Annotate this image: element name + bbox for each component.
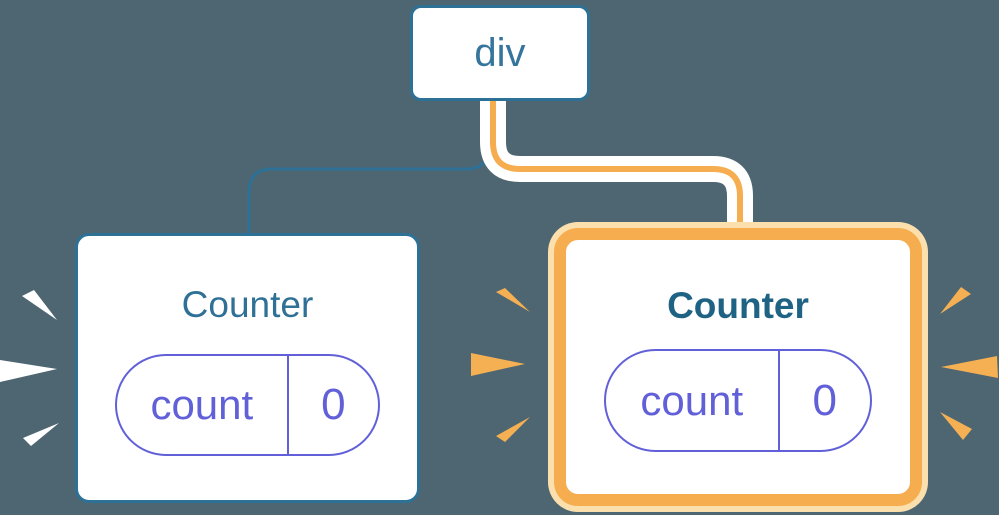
spark-ray-icon bbox=[496, 288, 530, 312]
connector-to-right-counter-casing bbox=[480, 101, 753, 222]
state-pill-right: count 0 bbox=[604, 349, 872, 452]
spark-ray-icon bbox=[22, 290, 57, 320]
state-name-right: count bbox=[606, 351, 780, 450]
connector-to-right-counter-highlight bbox=[490, 101, 743, 236]
spark-ray-icon bbox=[23, 423, 59, 446]
spark-burst-icon-middle bbox=[471, 288, 530, 442]
counter-card-right-highlighted: Counter count 0 bbox=[554, 228, 922, 506]
spark-ray-icon bbox=[496, 417, 530, 442]
spark-ray-icon bbox=[471, 353, 525, 376]
spark-ray-icon bbox=[941, 356, 998, 378]
connector-to-left-counter bbox=[247, 98, 491, 236]
counter-card-left: Counter count 0 bbox=[75, 233, 420, 503]
spark-ray-icon bbox=[0, 360, 57, 382]
counter-title-left: Counter bbox=[181, 284, 314, 325]
state-name-left: count bbox=[117, 356, 289, 454]
root-node-div: div bbox=[410, 5, 590, 101]
state-value-left: 0 bbox=[321, 380, 346, 429]
spark-burst-icon-left bbox=[0, 290, 59, 446]
spark-burst-icon-right bbox=[940, 287, 998, 440]
spark-ray-icon bbox=[940, 287, 971, 314]
root-node-label: div bbox=[474, 30, 526, 75]
state-pill-left: count 0 bbox=[115, 354, 380, 456]
spark-ray-icon bbox=[940, 412, 972, 440]
state-value-right: 0 bbox=[812, 375, 838, 425]
counter-title-right: Counter bbox=[667, 285, 809, 326]
